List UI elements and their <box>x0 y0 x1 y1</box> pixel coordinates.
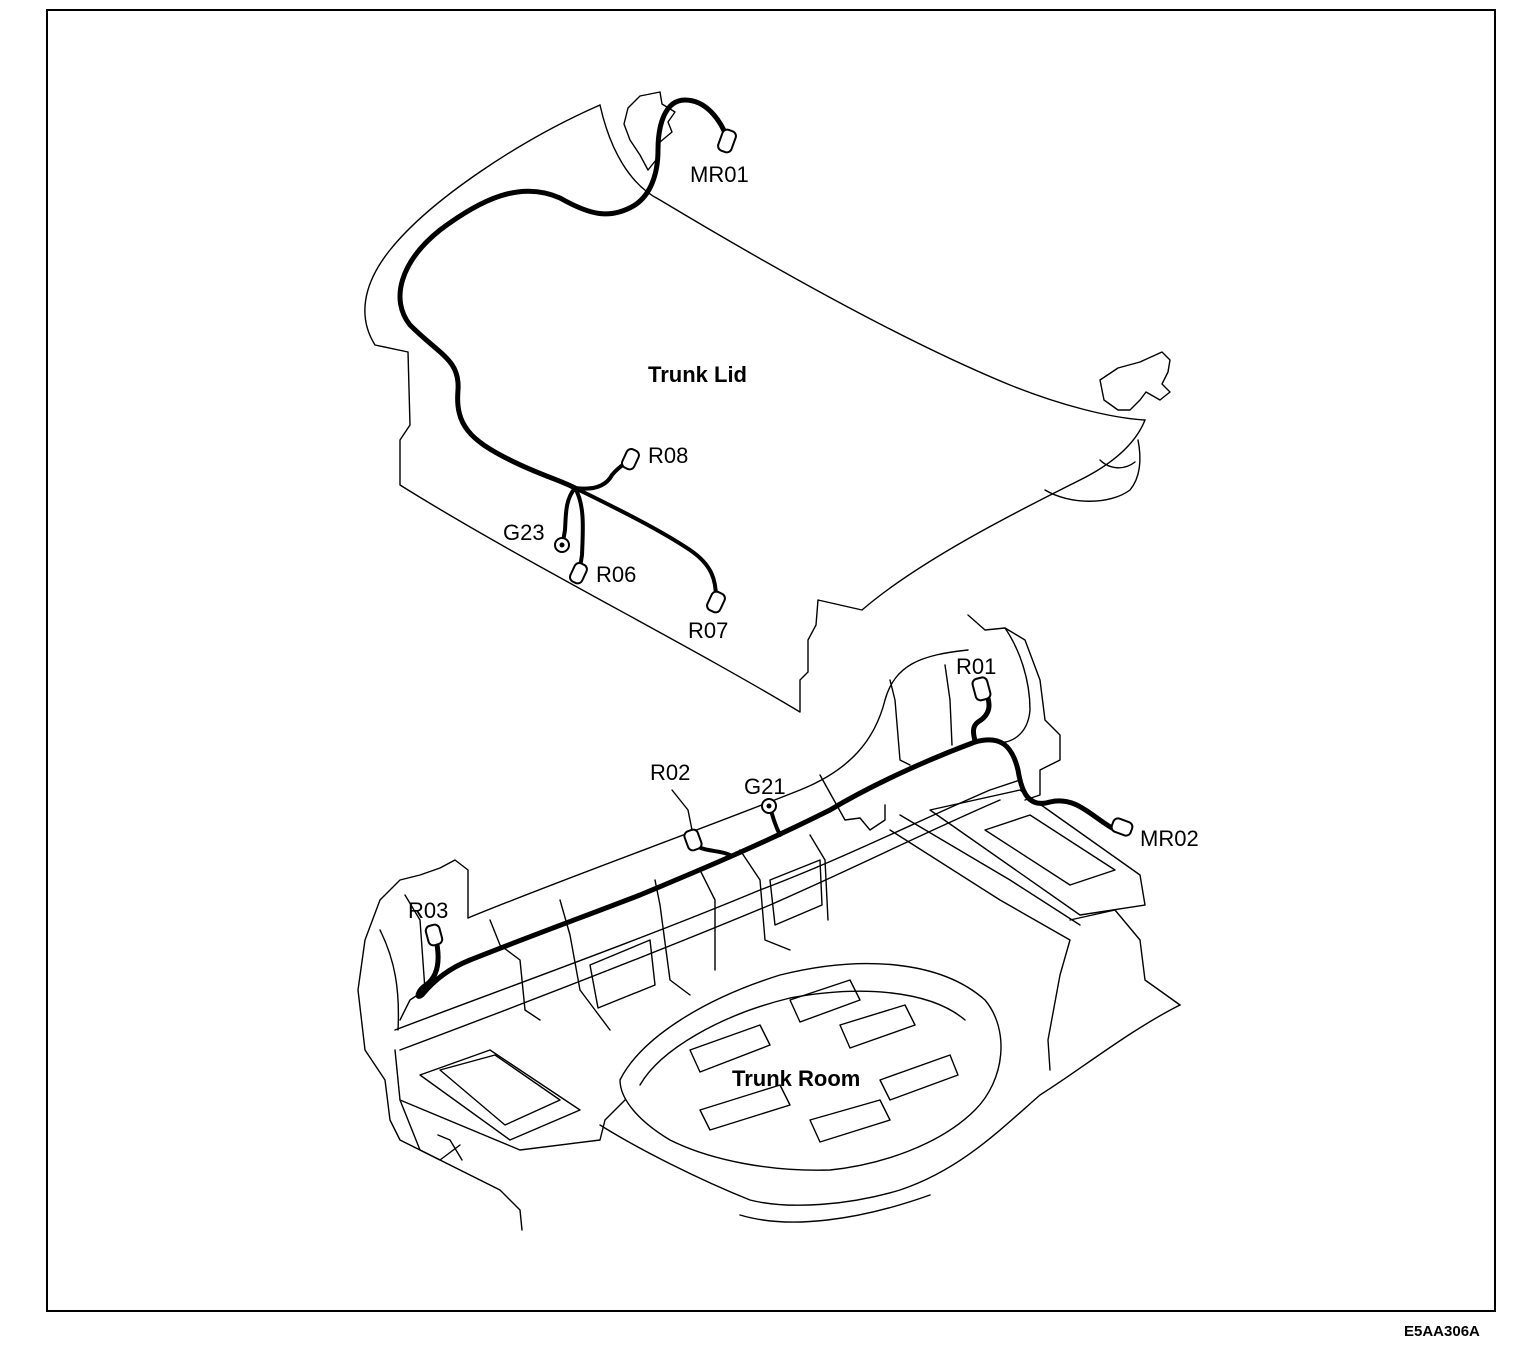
g23-ground-inner-icon <box>559 542 565 548</box>
r08-label: R08 <box>648 443 688 468</box>
diagram-frame <box>46 9 1496 1312</box>
r06-label: R06 <box>596 562 636 587</box>
trunk-room-label: Trunk Room <box>732 1066 860 1091</box>
g23-label: G23 <box>503 520 545 545</box>
mr01-connector-icon <box>717 128 737 154</box>
r07-label: R07 <box>688 618 728 643</box>
r01-label: R01 <box>956 654 996 679</box>
mr01-label: MR01 <box>690 162 749 187</box>
trunk-lid-connectors <box>554 128 737 614</box>
g21-ground-inner-icon <box>766 803 772 809</box>
r07-connector-icon <box>706 590 726 614</box>
r08-connector-icon <box>620 448 640 471</box>
r02-label: R02 <box>650 760 690 785</box>
trunk-lid-harness <box>397 97 731 600</box>
trunk-lid-label: Trunk Lid <box>648 362 747 387</box>
trunk-room-connectors <box>424 676 1134 947</box>
r03-connector-icon <box>424 923 444 947</box>
r02-leader-line <box>671 789 693 831</box>
r06-connector-icon <box>568 562 588 585</box>
mr02-connector-icon <box>1110 817 1134 837</box>
r01-connector-icon <box>971 676 992 702</box>
trunk-lid-outline <box>364 91 1171 713</box>
trunk-room-outline <box>357 614 1181 1231</box>
figure-code: E5AA306A <box>1404 1323 1480 1340</box>
r02-connector-icon <box>683 828 703 852</box>
mr02-label: MR02 <box>1140 826 1199 851</box>
r03-label: R03 <box>408 898 448 923</box>
g21-label: G21 <box>744 774 786 799</box>
trunk-room-harness <box>415 687 1115 999</box>
